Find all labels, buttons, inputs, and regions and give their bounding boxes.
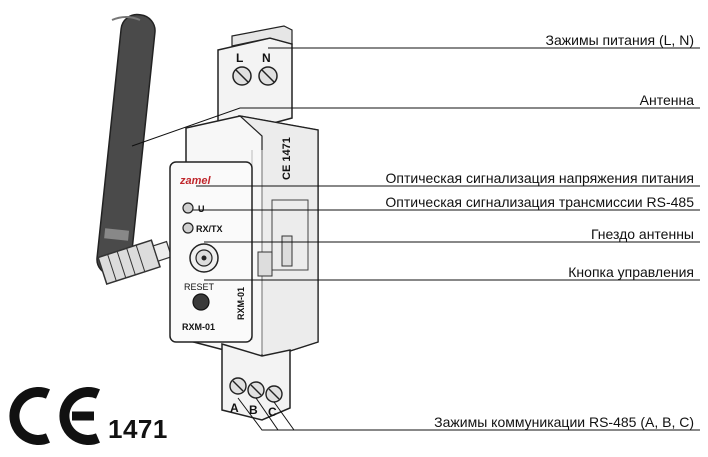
brand-logo: zamel (179, 175, 212, 187)
led-tx-label: RX/TX (196, 224, 223, 234)
callout-antenna: Антенна (639, 92, 694, 108)
reset-label: RESET (184, 282, 215, 292)
certification-number: 1471 (108, 414, 168, 444)
leader-lines (131, 47, 700, 431)
model-label-front: RXM-01 (182, 322, 215, 332)
terminal-label-c: C (268, 405, 277, 419)
bottom-terminals: A B C (229, 377, 283, 419)
model-label-side: RXM-01 (236, 287, 246, 320)
antenna (96, 13, 173, 286)
led-power-label: U (198, 204, 205, 214)
ce-mark-icon (9, 387, 100, 445)
callout-antenna-socket: Гнездо антенны (590, 226, 694, 242)
terminal-label-l: L (236, 51, 243, 65)
callout-rs485-terminals: Зажимы коммуникации RS-485 (A, B, C) (434, 414, 694, 430)
terminal-label-n: N (262, 51, 271, 65)
top-terminals: L N (232, 51, 278, 86)
terminal-label-b: B (249, 403, 258, 417)
callout-tx-led: Оптическая сигнализация трансмиссии RS-4… (385, 194, 694, 210)
callout-control-button: Кнопка управления (568, 264, 694, 280)
terminal-label-a: A (230, 401, 239, 415)
led-power (182, 202, 194, 214)
callout-power-led: Оптическая сигнализация напряжения питан… (385, 170, 694, 186)
reset-button (192, 293, 210, 311)
led-tx (182, 222, 194, 234)
callout-power-terminals: Зажимы питания (L, N) (545, 32, 694, 48)
antenna-connector (97, 239, 173, 286)
side-ce-label: CE 1471 (281, 137, 293, 180)
